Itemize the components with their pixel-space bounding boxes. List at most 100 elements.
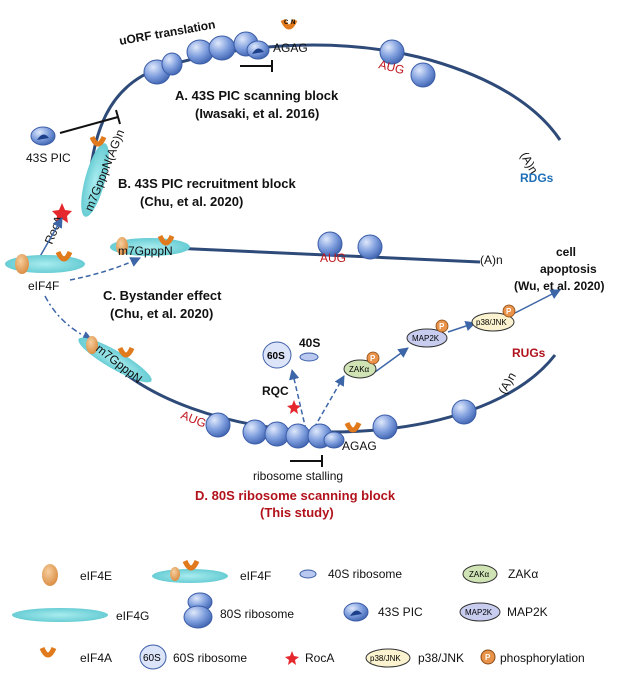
cell-apoptosis-label-1: cell <box>556 245 576 259</box>
60s-label: 60S <box>267 351 285 362</box>
section-d-ref: (This study) <box>260 505 334 520</box>
eif4a-icon <box>344 421 362 433</box>
poly-a-middle-label: (A)n <box>480 253 503 267</box>
cap-bottom-label: m7GpppN <box>93 341 145 386</box>
80s-ribosome-icon <box>264 421 290 447</box>
section-b-title: B. 43S PIC recruitment block <box>118 176 296 191</box>
43s-pic-left <box>30 126 56 146</box>
section-c-title: C. Bystander effect <box>103 288 222 303</box>
mrna-top <box>86 43 562 206</box>
eif4e-bottom <box>86 336 98 354</box>
p38-jnk-node: p38/JNK P <box>471 304 516 332</box>
cell-apoptosis-label-2: apoptosis <box>540 262 597 276</box>
80s-legend-icon <box>183 605 213 629</box>
80s-ribosome-icon <box>186 39 214 65</box>
mrna-middle <box>149 245 481 264</box>
80s-ribosome-icon <box>317 231 343 257</box>
zaka-node: ZAKα P <box>343 351 380 379</box>
80s-ribosome-bottom-group <box>205 399 477 449</box>
80s-ribosome-top-group <box>143 31 436 88</box>
eif4a-icon <box>89 135 107 147</box>
rqc-label: RQC <box>262 384 289 398</box>
cap-middle-label: m7GpppN <box>118 244 173 258</box>
80s-ribosome-icon <box>410 62 436 88</box>
p38-legend-icon <box>365 648 411 668</box>
section-c-ref: (Chu, et al. 2020) <box>110 306 213 321</box>
aug-top-label: AUG <box>377 57 406 77</box>
roca-legend-icon <box>285 651 299 665</box>
section-a-title: A. 43S PIC scanning block <box>175 88 339 103</box>
svg-text:p38/JNK: p38/JNK <box>476 318 507 327</box>
40s-ribosome-icon <box>299 352 319 362</box>
eif4g-legend-icon <box>12 608 108 622</box>
40s-label: 40S <box>299 336 320 350</box>
eif4e-left <box>15 254 29 274</box>
apoptosis-ref: (Wu, et al. 2020) <box>514 279 604 293</box>
60s-legend-icon <box>139 644 167 670</box>
svg-text:MAP2K: MAP2K <box>412 334 440 343</box>
legend-map2k: MAP2K <box>507 605 548 619</box>
eif4f-label: eIF4F <box>28 279 59 293</box>
rugs-label: RUGs <box>512 346 546 360</box>
section-a-ref: (Iwasaki, et al. 2016) <box>195 106 319 121</box>
svg-text:P: P <box>439 322 445 331</box>
svg-text:N: N <box>291 20 295 26</box>
rqc-star-icon <box>287 400 301 414</box>
legend-80s: 80S ribosome <box>220 607 294 621</box>
legend-60s: 60S ribosome <box>173 651 247 665</box>
43s-pic-label: 43S PIC <box>26 151 71 165</box>
eif4a-icon: C N <box>280 18 298 30</box>
80s-ribosome-icon <box>205 412 231 438</box>
mrna-bottom <box>93 344 557 434</box>
aug-middle-label: AUG <box>320 251 346 265</box>
svg-text:C: C <box>284 20 289 26</box>
section-b-ref: (Chu, et al. 2020) <box>140 194 243 209</box>
legend-40s: 40S ribosome <box>328 567 402 581</box>
43s-pic-icon <box>323 431 345 449</box>
80s-ribosome-icon <box>451 399 477 425</box>
80s-ribosome-icon <box>357 234 383 260</box>
poly-a-bottom-label: (A)n <box>495 370 518 397</box>
svg-text:60S: 60S <box>143 653 161 664</box>
svg-text:ZAKα: ZAKα <box>469 570 490 579</box>
eif4g-top <box>81 143 109 217</box>
svg-text:P: P <box>370 354 376 363</box>
legend-phosphorylation: phosphorylation <box>500 651 585 665</box>
svg-text:ZAKα: ZAKα <box>349 365 370 374</box>
svg-text:MAP2K: MAP2K <box>465 608 493 617</box>
80s-ribosome-icon <box>161 52 183 76</box>
agag-bottom-label: AGAG <box>342 439 377 453</box>
rdgs-label: RDGs <box>520 171 554 185</box>
eif4a-legend-icon <box>39 646 57 658</box>
map2k-legend-icon <box>459 602 501 622</box>
legend-eif4f: eIF4F <box>240 569 271 583</box>
eif4f-legend-icon <box>152 569 228 583</box>
60s-ribosome-icon <box>262 341 292 369</box>
ribosome-stalling-label: ribosome stalling <box>253 469 343 483</box>
80s-ribosome-icon <box>242 419 268 445</box>
80s-ribosome-icon <box>379 39 405 65</box>
legend-roca: RocA <box>305 651 334 665</box>
40s-legend-icon <box>299 569 317 579</box>
map2k-node: MAP2K P <box>406 319 449 348</box>
eif4e-legend-icon <box>42 564 58 586</box>
80s-ribosome-icon <box>208 35 236 61</box>
legend: eIF4E eIF4F 40S ribosome ZAKα ZAKα eIF4G… <box>12 559 585 670</box>
svg-text:P: P <box>485 653 491 662</box>
80s-ribosome-icon <box>372 414 398 440</box>
legend-p38: p38/JNK <box>418 651 464 665</box>
svg-text:p38/JNK: p38/JNK <box>370 654 401 663</box>
agag-top-label: AGAG <box>273 41 308 55</box>
80s-ribosome-icon <box>285 423 311 449</box>
svg-text:P: P <box>506 307 512 316</box>
eif4e-middle <box>116 237 128 255</box>
zaka-legend-icon <box>462 564 498 584</box>
eif4a-icon <box>55 250 73 262</box>
legend-43s: 43S PIC <box>378 605 423 619</box>
legend-zaka: ZAKα <box>508 567 538 581</box>
legend-eif4e: eIF4E <box>80 569 112 583</box>
legend-eif4g: eIF4G <box>116 609 149 623</box>
eif4a-icon <box>157 234 175 246</box>
eif4a-icon <box>117 346 135 358</box>
phosphorylation-legend-icon <box>480 649 496 665</box>
